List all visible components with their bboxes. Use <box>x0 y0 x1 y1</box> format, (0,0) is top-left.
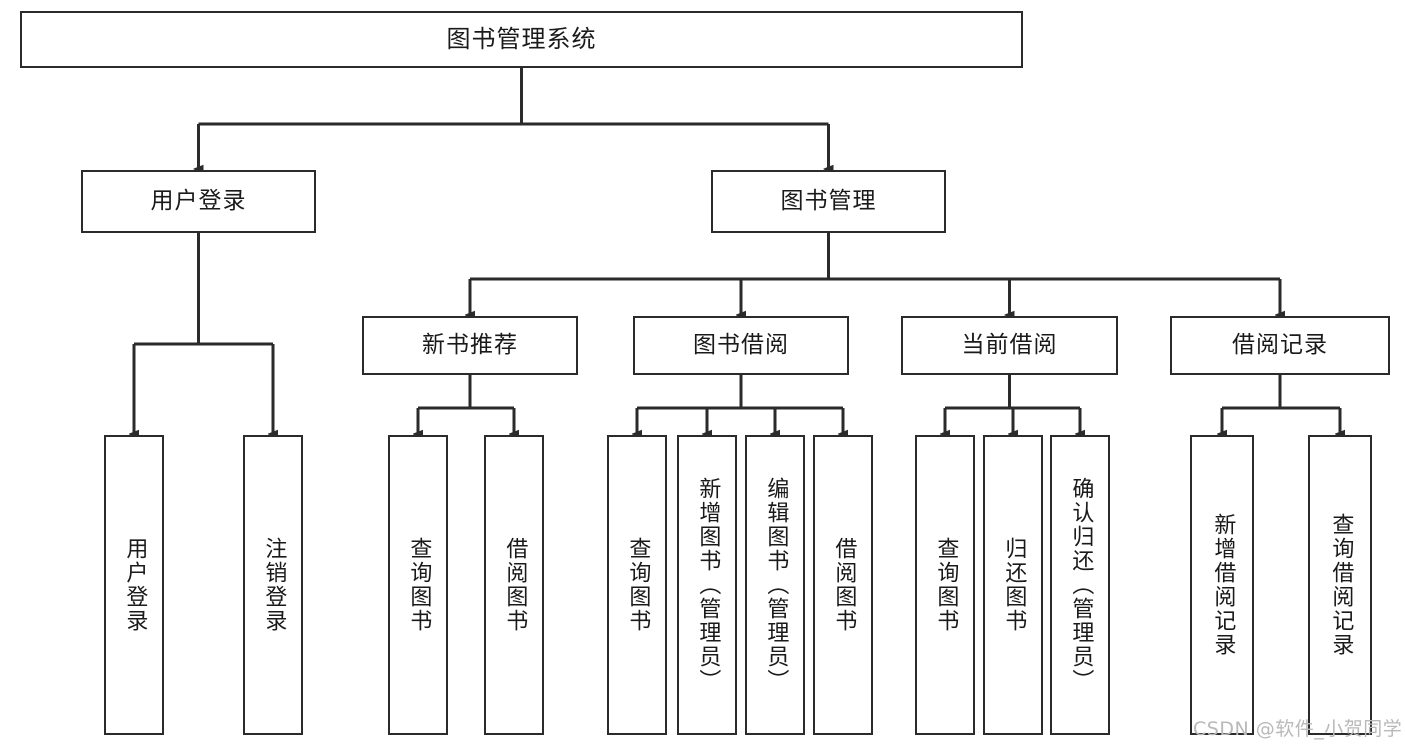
node-leaf-add-record-label: 新增借阅记录 <box>1210 513 1236 657</box>
node-leaf-query-book-2[interactable]: 查询图书 <box>607 435 667 735</box>
node-leaf-return-book-label: 归还图书 <box>1001 537 1027 633</box>
node-leaf-add-record[interactable]: 新增借阅记录 <box>1190 435 1254 735</box>
node-leaf-user-login[interactable]: 用户登录 <box>104 435 164 735</box>
node-leaf-confirm-return-label: 确认归还（管理员） <box>1068 477 1094 693</box>
node-leaf-logout[interactable]: 注销登录 <box>243 435 303 735</box>
node-leaf-edit-book-label: 编辑图书（管理员） <box>763 477 789 693</box>
watermark: CSDN @软件_小贺同学 <box>1193 718 1403 740</box>
node-new-book-recommend-label: 新书推荐 <box>422 331 518 358</box>
node-leaf-query-book-3[interactable]: 查询图书 <box>915 435 975 735</box>
node-book-borrow-label: 图书借阅 <box>693 331 789 358</box>
node-book-manage-label: 图书管理 <box>780 187 877 214</box>
node-leaf-confirm-return[interactable]: 确认归还（管理员） <box>1050 435 1110 735</box>
node-leaf-borrow-book-2-label: 借阅图书 <box>831 537 857 633</box>
node-leaf-query-book-3-label: 查询图书 <box>933 537 959 633</box>
node-current-borrow[interactable]: 当前借阅 <box>901 316 1118 375</box>
node-leaf-add-book-label: 新增图书（管理员） <box>695 477 721 693</box>
node-new-book-recommend[interactable]: 新书推荐 <box>362 316 578 375</box>
node-leaf-borrow-book-1[interactable]: 借阅图书 <box>484 435 544 735</box>
node-leaf-query-book-1[interactable]: 查询图书 <box>388 435 448 735</box>
node-leaf-add-book[interactable]: 新增图书（管理员） <box>677 435 737 735</box>
node-book-borrow[interactable]: 图书借阅 <box>633 316 849 375</box>
node-leaf-borrow-book-2[interactable]: 借阅图书 <box>813 435 873 735</box>
node-leaf-logout-label: 注销登录 <box>261 537 287 633</box>
node-book-manage[interactable]: 图书管理 <box>711 170 946 233</box>
node-leaf-query-record[interactable]: 查询借阅记录 <box>1308 435 1372 735</box>
node-leaf-user-login-label: 用户登录 <box>122 537 148 633</box>
node-root[interactable]: 图书管理系统 <box>20 11 1023 68</box>
node-leaf-edit-book[interactable]: 编辑图书（管理员） <box>745 435 805 735</box>
node-leaf-return-book[interactable]: 归还图书 <box>983 435 1043 735</box>
node-current-borrow-label: 当前借阅 <box>961 331 1058 358</box>
node-borrow-record-label: 借阅记录 <box>1232 331 1328 358</box>
node-user-login[interactable]: 用户登录 <box>81 170 316 233</box>
node-leaf-query-book-1-label: 查询图书 <box>406 537 432 633</box>
node-root-label: 图书管理系统 <box>446 25 597 54</box>
node-borrow-record[interactable]: 借阅记录 <box>1170 316 1390 375</box>
node-leaf-borrow-book-1-label: 借阅图书 <box>502 537 528 633</box>
node-user-login-label: 用户登录 <box>150 187 247 214</box>
node-leaf-query-book-2-label: 查询图书 <box>625 537 651 633</box>
node-leaf-query-record-label: 查询借阅记录 <box>1328 513 1354 657</box>
